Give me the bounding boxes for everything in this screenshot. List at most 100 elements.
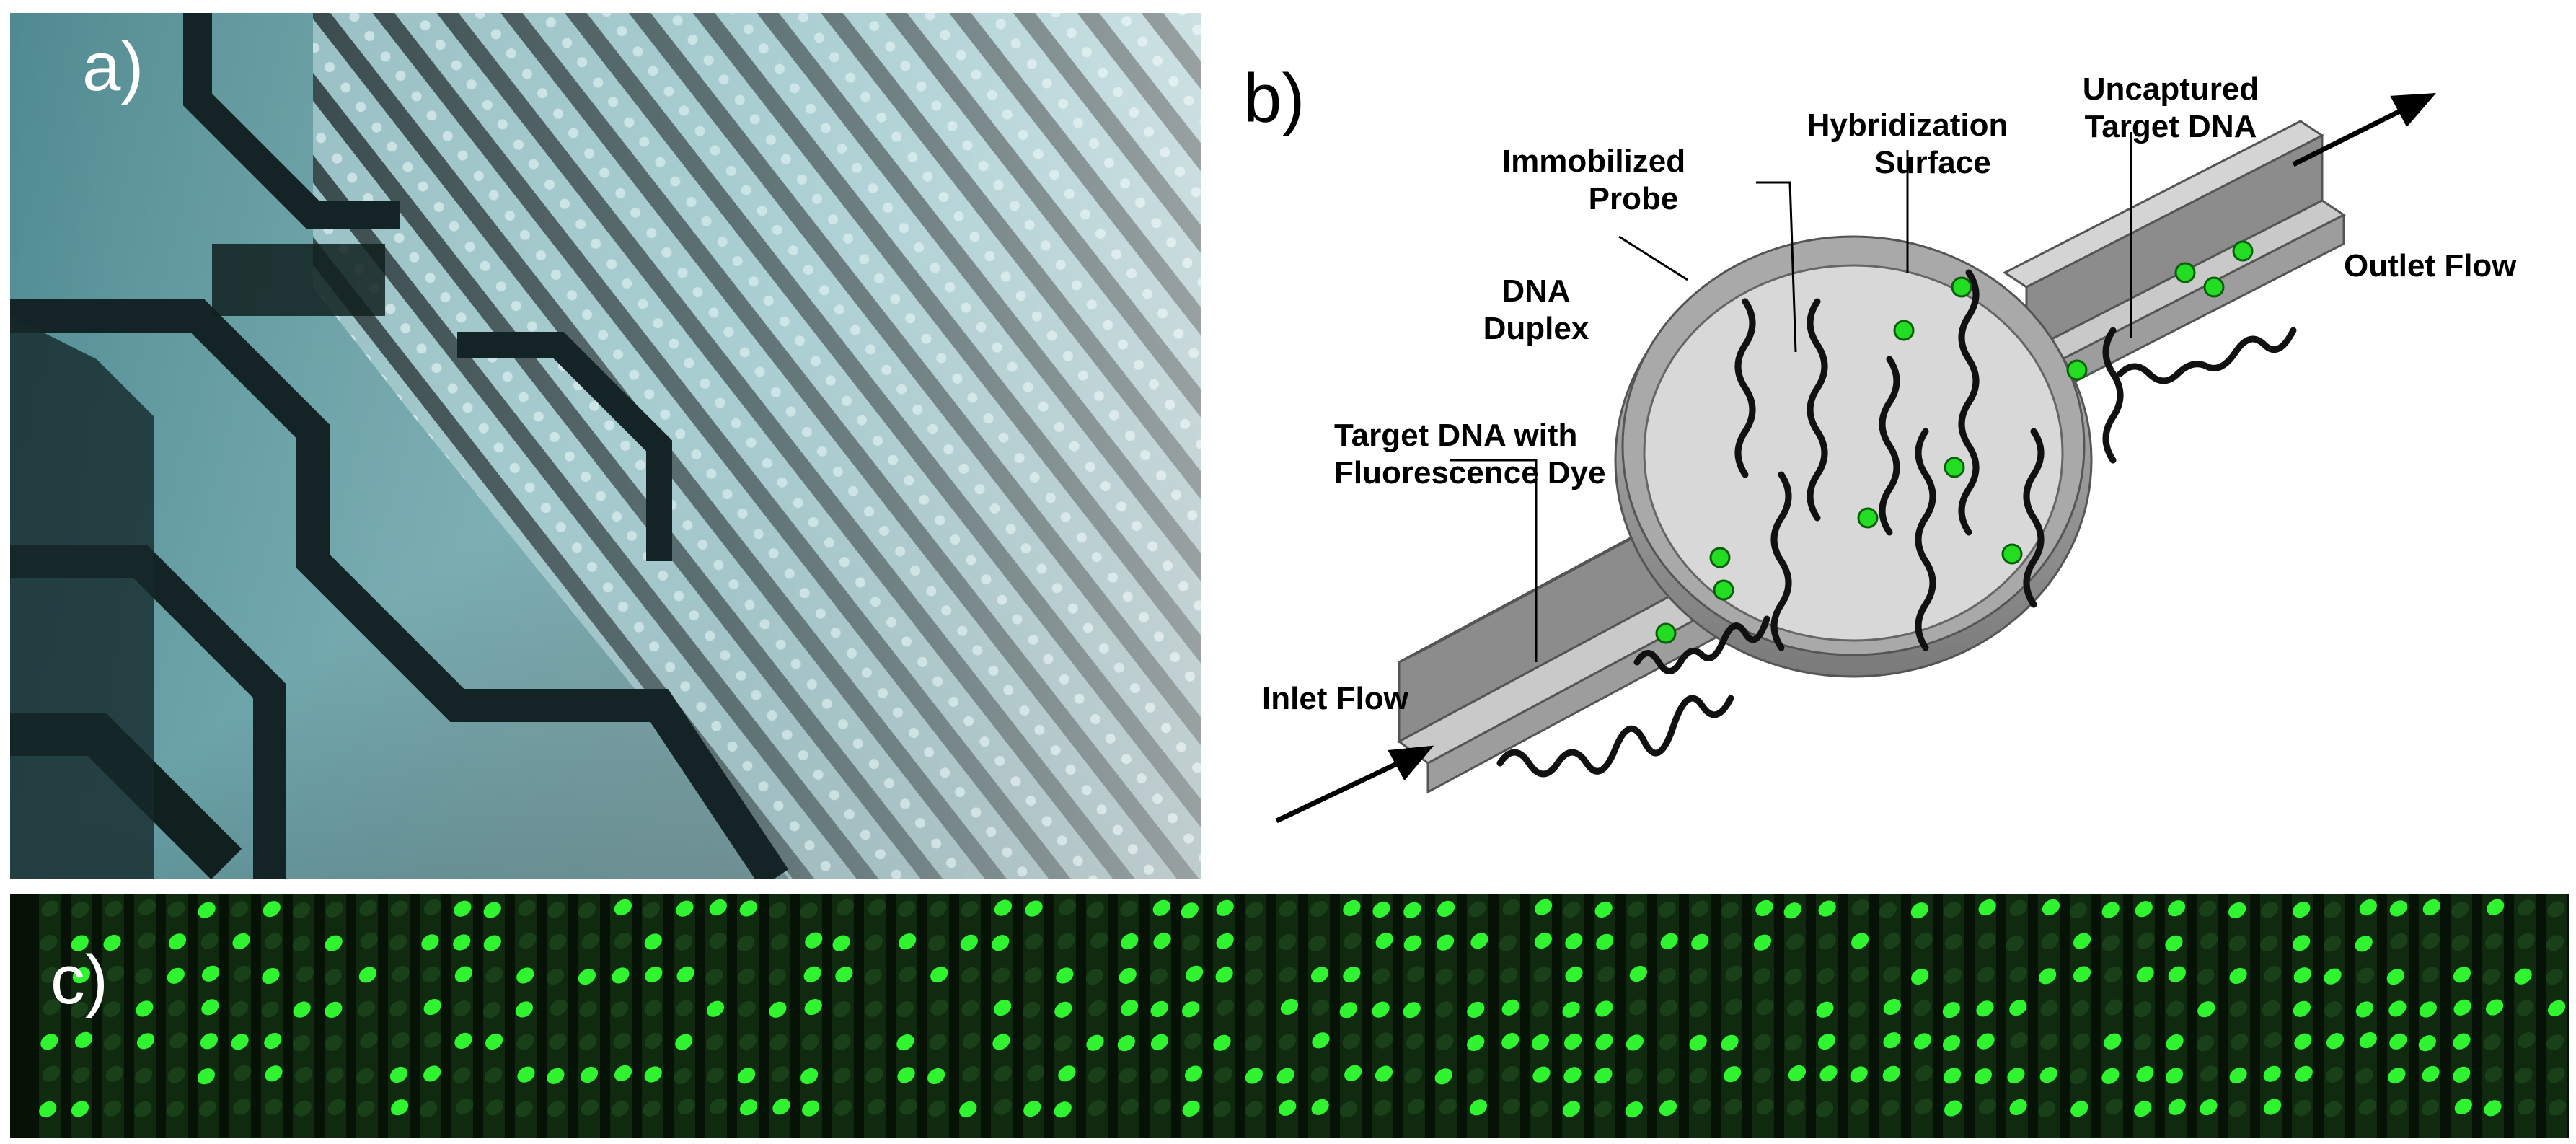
fluorescence-spot <box>1563 1067 1582 1083</box>
fluorescence-spot <box>2482 968 2500 985</box>
fluorescence-channel <box>1245 894 1266 1138</box>
fluorescence-channel <box>2260 894 2282 1138</box>
label-uncaptured-1: Uncaptured <box>2083 71 2259 107</box>
fluorescence-spot <box>1439 1098 1457 1115</box>
fluorescence-spot <box>547 1068 565 1084</box>
fluorescence-spot <box>1910 902 1928 919</box>
fluorescence-spot <box>1437 900 1455 918</box>
fluorescence-spot <box>2421 1099 2440 1116</box>
fluorescence-spot <box>1085 969 1103 985</box>
fluorescence-spot <box>2101 902 2120 918</box>
fluorescence-spot <box>105 900 123 917</box>
fluorescence-spot <box>2548 1000 2566 1016</box>
fluorescence-spot <box>2071 1000 2089 1017</box>
fluorescence-spot <box>1851 899 1869 916</box>
fluorescence-spot <box>1533 966 1551 982</box>
fluorescence-spot <box>897 1067 915 1083</box>
fluorescence-spot <box>2418 1035 2436 1052</box>
fluorescence-spot <box>1944 933 1963 951</box>
fluorescence-spot <box>1501 999 1519 1016</box>
fluorescence-spot <box>294 1066 313 1083</box>
fluorescence-spot <box>1597 966 1615 982</box>
fluorescence-spot <box>357 1100 375 1117</box>
fluorescence-spot <box>1627 901 1645 918</box>
fluorescence-spot <box>1629 932 1647 949</box>
fluorescence-spot <box>739 1099 758 1116</box>
fluorescence-spot <box>1375 1065 1393 1082</box>
fluorescence-spot <box>423 899 442 915</box>
fluorescence-spot <box>2514 968 2532 985</box>
fluorescence-spot <box>1883 933 1901 949</box>
fluorescence-spot <box>1911 968 1929 985</box>
fluorescence-spot <box>1565 966 1583 982</box>
fluorescence-spot <box>2295 1065 2313 1082</box>
label-immobilized-probe-2: Probe <box>1589 181 1679 216</box>
fluorescence-spot <box>2451 934 2469 951</box>
fluorescence-spot <box>1054 1035 1072 1052</box>
fluorescence-spot <box>1786 933 1804 950</box>
fluorescence-spot <box>265 1099 283 1115</box>
fluorescence-spot <box>2104 999 2123 1016</box>
fluorescence-spot <box>231 1034 249 1050</box>
fluorescence-spot <box>167 1067 185 1083</box>
fluorescence-spot <box>1025 900 1043 917</box>
fluorescence-spot <box>579 1034 597 1051</box>
fluorescence-spot <box>1721 1034 1739 1051</box>
fluorescence-spot <box>2197 968 2215 985</box>
fluorescence-spot <box>1406 966 1425 982</box>
fluorescence-spot <box>1150 1034 1169 1050</box>
fluorescence-spot <box>1783 902 1801 919</box>
fluorescence-spot <box>896 1034 914 1051</box>
fluorescence-spot <box>676 1000 694 1016</box>
fluorescence-spot <box>263 901 281 918</box>
fluorescence-spot <box>928 935 946 951</box>
label-dna-duplex-1: DNA <box>1501 273 1570 309</box>
fluorescence-spot <box>516 1034 534 1050</box>
fluorescence-spot <box>485 967 503 983</box>
fluorescence-spot <box>1531 1000 1550 1017</box>
fluorescence-spot <box>2293 902 2311 918</box>
fluorescence-spot <box>325 1034 343 1051</box>
fluorescence-spot <box>485 1099 504 1116</box>
fluorescence-spot <box>1023 1101 1041 1117</box>
fluorescence-spot <box>201 965 220 982</box>
fluorescence-spot <box>136 1000 154 1017</box>
fluorescence-spot <box>1788 1065 1806 1082</box>
fluorescence-spot <box>1753 934 1772 951</box>
fluorescence-spot <box>262 968 280 985</box>
fluorescence-spot <box>1435 1001 1453 1018</box>
fluorescence-spot <box>2104 1033 2122 1050</box>
label-outlet-flow: Outlet Flow <box>2344 248 2517 283</box>
fluorescence-spot <box>1913 1033 1931 1050</box>
fluorescence-spot <box>136 1033 155 1050</box>
fluorescence-spot <box>2105 1099 2123 1115</box>
fluorescence-spot <box>1942 1002 1960 1018</box>
fluorescence-spot <box>611 1100 630 1117</box>
fluorescence-spot <box>800 1068 819 1085</box>
fluorescence-spot <box>2073 933 2091 949</box>
fluorescence-spot <box>836 899 855 916</box>
fluorescence-spot <box>1121 933 1139 950</box>
fluorescence-spot <box>614 899 632 916</box>
fluorescence-spot <box>1660 933 1678 949</box>
panel-a-chip-photo: a) <box>10 13 1201 879</box>
fluorescence-spot <box>1339 1002 1357 1018</box>
fluorescence-spot <box>2041 933 2059 949</box>
fluorescence-spot <box>2101 1068 2120 1084</box>
fluorescence-spot <box>134 1101 152 1117</box>
fluorescence-spot <box>265 1065 283 1082</box>
fluorescence-spot <box>1784 968 1802 985</box>
fluorescence-spot <box>2042 899 2060 915</box>
fluorescence-spot <box>1691 900 1709 917</box>
fluorescence-spot <box>2485 999 2504 1016</box>
fluorescence-spot <box>1184 1032 1202 1050</box>
fluorescence-spot <box>1562 1101 1581 1117</box>
fluorescence-spot <box>868 899 886 916</box>
fluorescence-spot <box>2229 967 2247 985</box>
fluorescence-spot <box>2134 1034 2152 1051</box>
fluorescence-spot <box>676 966 694 982</box>
fluorescence-spot <box>2228 1101 2246 1117</box>
label-target-dna-1: Target DNA with <box>1334 418 1577 453</box>
fluorescence-spot <box>292 902 311 919</box>
fluorescence-spot <box>1436 1034 1454 1051</box>
